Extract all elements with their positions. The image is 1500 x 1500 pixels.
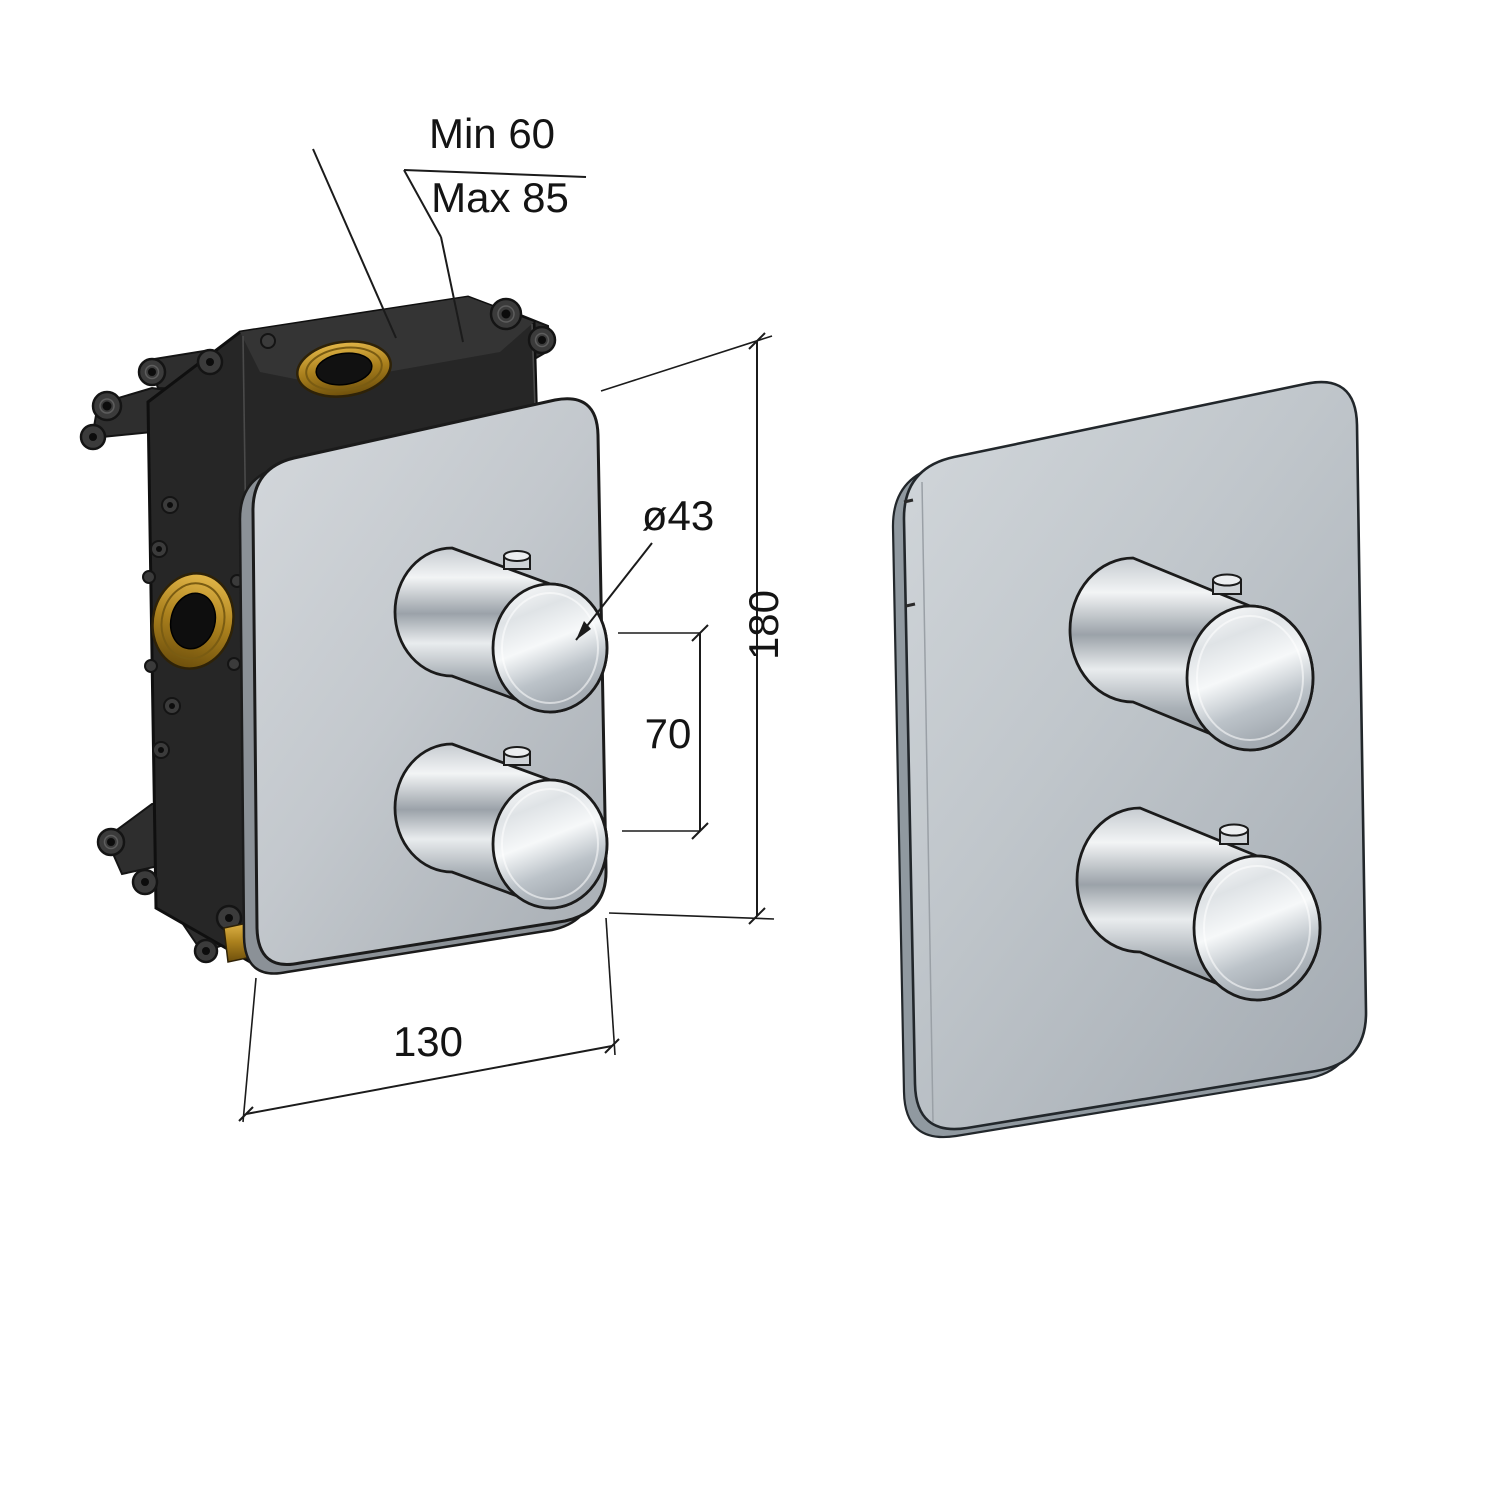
label-plate-height: 180 <box>740 590 787 660</box>
knob-face <box>1192 854 1322 1002</box>
knob-face <box>491 778 609 910</box>
brass-inlet-top <box>296 340 392 398</box>
label-depth-max: Max 85 <box>431 174 569 221</box>
dimension-plate-height: 180 <box>600 332 787 925</box>
label-depth-min: Min 60 <box>429 110 555 157</box>
label-plate-width: 130 <box>393 1018 463 1065</box>
faceplate <box>891 380 1368 1139</box>
bottom-knob <box>393 742 609 910</box>
label-knob-spacing: 70 <box>645 710 692 757</box>
label-knob-diameter: ø43 <box>642 492 714 539</box>
knob-pin <box>503 550 531 570</box>
knob-face <box>1185 604 1315 752</box>
faceplate-view <box>891 380 1368 1139</box>
screw-bosses <box>79 297 557 964</box>
top-knob <box>393 546 609 714</box>
bottom-knob <box>1075 806 1322 1002</box>
dimension-depth: Min 60 Max 85 <box>312 110 587 343</box>
dimension-plate-width: 130 <box>238 917 620 1123</box>
brass-inlet-side <box>151 572 235 670</box>
dimensions: Min 60 Max 85 ø43 180 70 <box>238 110 787 1123</box>
dimension-knob-spacing: 70 <box>618 624 709 840</box>
knob-pin <box>503 746 531 766</box>
faceplate-front <box>902 380 1368 1131</box>
installation-view <box>79 295 609 975</box>
top-knob <box>1068 556 1315 752</box>
knob-pin <box>1212 573 1242 595</box>
dimension-knob-diameter: ø43 <box>575 492 714 641</box>
knob-pin <box>1219 823 1249 845</box>
knob-face <box>491 582 609 714</box>
